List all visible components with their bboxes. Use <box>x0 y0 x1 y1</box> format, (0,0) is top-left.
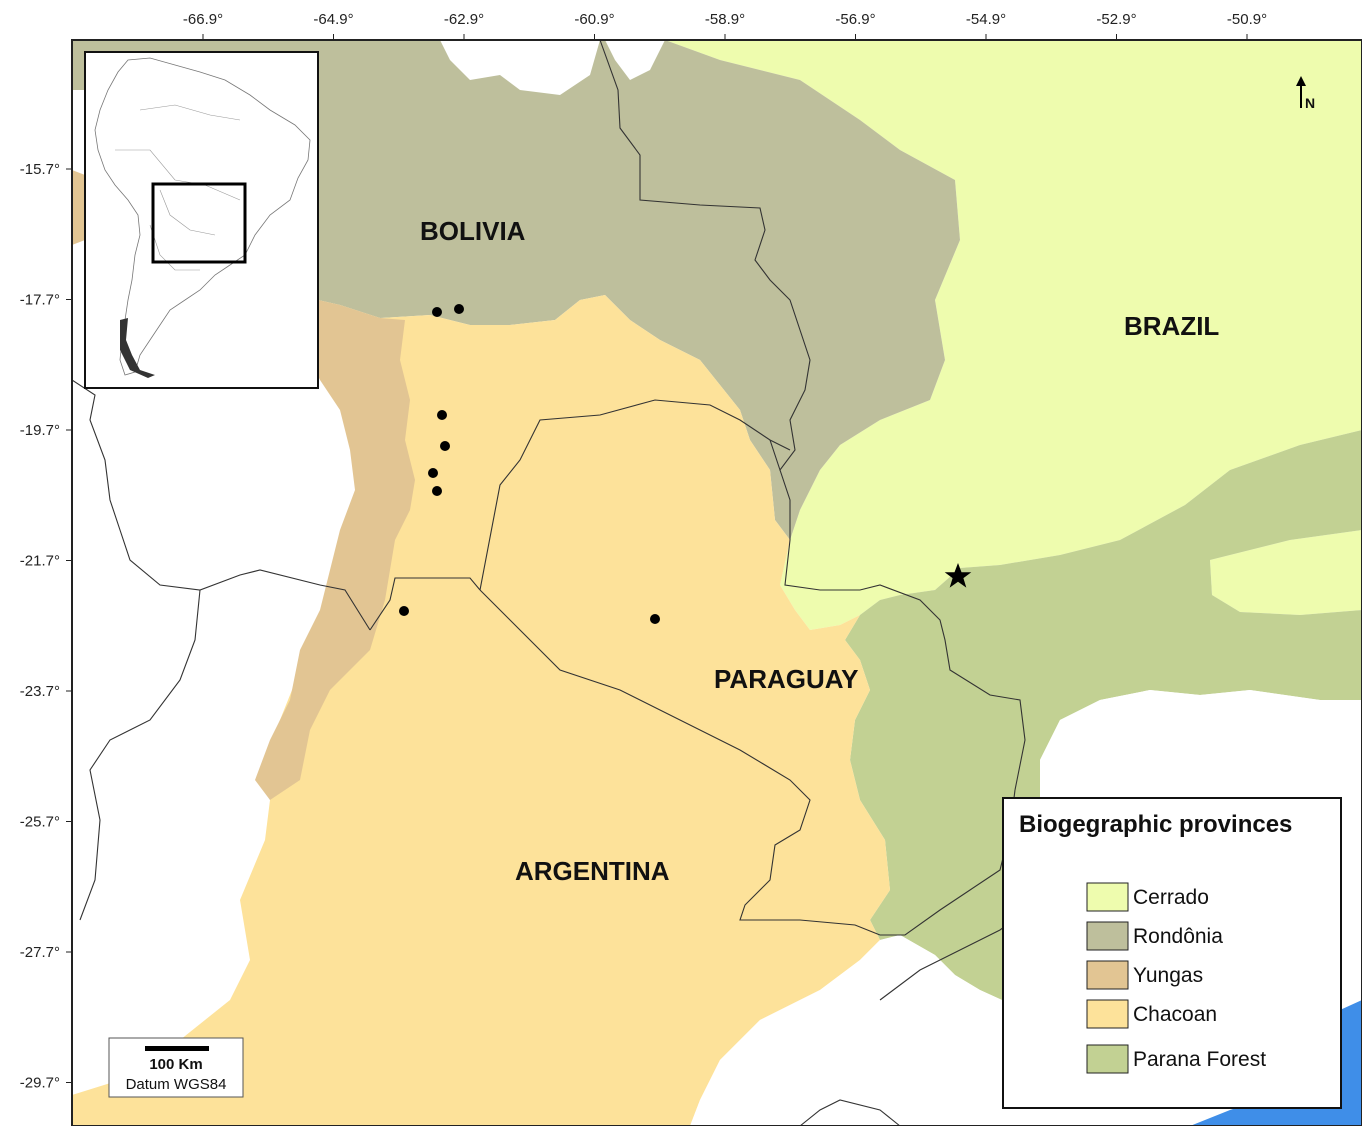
dot-icon <box>428 468 438 478</box>
x-tick-label: -60.9° <box>574 11 614 28</box>
y-tick-label: -25.7° <box>20 814 60 831</box>
y-tick-label: -19.7° <box>20 422 60 439</box>
scale-bar: 100 Km Datum WGS84 <box>108 1037 244 1098</box>
inset-islands <box>120 318 155 378</box>
country-label-paraguay: PARAGUAY <box>714 664 858 694</box>
region-cerrado-south <box>1210 530 1362 615</box>
region-rondonia <box>72 40 960 540</box>
occurrence-points <box>399 304 660 624</box>
y-tick-label: -29.7° <box>20 1075 60 1092</box>
legend-label: Chacoan <box>1133 1003 1217 1026</box>
legend-swatch <box>1086 960 1129 990</box>
north-label: N <box>1305 95 1315 111</box>
void-north <box>440 40 600 95</box>
border-bolivia-brazil <box>599 40 811 472</box>
dot-icon <box>399 606 409 616</box>
y-tick-label: -21.7° <box>20 553 60 570</box>
region-cerrado <box>665 40 1362 630</box>
x-tick-label: -64.9° <box>313 11 353 28</box>
map-frame <box>71 39 1362 1126</box>
x-tick-label: -58.9° <box>705 11 745 28</box>
x-tick-label: -54.9° <box>966 11 1006 28</box>
dot-icon <box>437 410 447 420</box>
legend-label: Rondônia <box>1133 925 1223 948</box>
void-south <box>690 935 1002 1126</box>
country-label-brazil: BRAZIL <box>1124 311 1219 341</box>
dot-icon <box>432 486 442 496</box>
dot-icon <box>432 307 442 317</box>
scale-datum: Datum WGS84 <box>126 1076 227 1093</box>
region-yungas-patch <box>72 170 85 245</box>
legend-box <box>1002 797 1342 1109</box>
y-axis-ticks: -15.7° -17.7° -19.7° -21.7° -23.7° -25.7° -27.… <box>20 161 72 1092</box>
legend-swatch <box>1086 999 1129 1029</box>
legend-label: Cerrado <box>1133 886 1209 909</box>
scale-distance: 100 Km <box>149 1056 202 1073</box>
scale-bar-line <box>145 1046 209 1051</box>
region-parana-forest <box>845 430 1362 1000</box>
x-tick-label: -66.9° <box>183 11 223 28</box>
border-argentina-chile <box>79 589 201 921</box>
inset-south-america <box>94 57 311 376</box>
x-tick-label: -62.9° <box>444 11 484 28</box>
border-paraguay-brazil <box>779 469 1026 791</box>
star-icon <box>944 563 972 588</box>
dot-icon <box>650 614 660 624</box>
legend-label: Parana Forest <box>1133 1048 1266 1071</box>
north-arrow: N <box>1296 76 1315 111</box>
void-north-2 <box>605 40 665 80</box>
inset-map <box>84 51 319 389</box>
legend-swatch <box>1086 882 1129 912</box>
legend: Biogegraphic provinces CerradoRondôniaYu… <box>1002 797 1342 1109</box>
x-tick-label: -56.9° <box>835 11 875 28</box>
legend-title: Biogegraphic provinces <box>1019 811 1292 838</box>
x-tick-label: -52.9° <box>1096 11 1136 28</box>
border-bolivia-paraguay <box>479 399 791 591</box>
north-arrow-icon <box>1296 76 1306 108</box>
legend-swatch <box>1086 1044 1129 1074</box>
y-tick-label: -27.7° <box>20 944 60 961</box>
border-south-uruguay <box>799 1099 901 1126</box>
inset-extent-box <box>151 182 247 264</box>
x-axis-ticks: -66.9° -64.9° -62.9° -60.9° -58.9° -56.9° -54.… <box>183 11 1267 40</box>
region-chacoan <box>72 295 890 1126</box>
border-west <box>72 379 371 631</box>
x-tick-label: -50.9° <box>1227 11 1267 28</box>
region-yungas <box>255 300 415 800</box>
dot-icon <box>440 441 450 451</box>
y-tick-label: -23.7° <box>20 683 60 700</box>
y-tick-label: -17.7° <box>20 292 60 309</box>
dot-icon <box>454 304 464 314</box>
map-body <box>72 40 1362 1126</box>
y-tick-label: -15.7° <box>20 161 60 178</box>
border-bolivia-argentina <box>369 577 481 631</box>
border-paraguay-argentina <box>479 589 881 936</box>
legend-swatch <box>1086 921 1129 951</box>
country-label-bolivia: BOLIVIA <box>420 216 526 246</box>
legend-label: Yungas <box>1133 964 1203 987</box>
country-borders <box>72 40 1041 1126</box>
country-label-argentina: ARGENTINA <box>515 856 670 886</box>
